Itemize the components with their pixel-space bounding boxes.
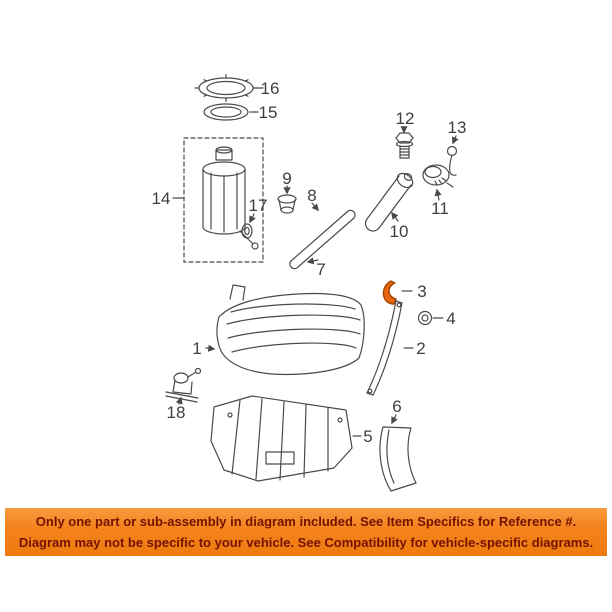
arrow-17 [249, 213, 256, 224]
seal-drawing [241, 223, 253, 239]
grommet-drawing [277, 194, 297, 214]
disclaimer-banner: Only one part or sub-assembly in diagram… [5, 508, 607, 556]
skid-plate-drawing [210, 395, 353, 482]
fuel-cap-drawing [422, 164, 454, 188]
arrow-7 [306, 257, 319, 265]
part-label-4: 4 [446, 309, 455, 328]
part-label-15: 15 [259, 103, 278, 122]
part-label-5: 5 [363, 427, 372, 446]
part-label-14: 14 [152, 189, 171, 208]
part-label-2: 2 [416, 339, 425, 358]
part-label-8: 8 [307, 186, 316, 205]
retainer-pin-drawing [446, 145, 458, 176]
part-label-18: 18 [167, 403, 186, 422]
arrow-8 [311, 202, 319, 212]
arrow-13 [451, 135, 459, 145]
part-label-10: 10 [390, 222, 409, 241]
fuel-tank-drawing [216, 284, 365, 375]
filler-neck-drawing [364, 172, 414, 232]
disclaimer-line-1: Only one part or sub-assembly in diagram… [35, 514, 577, 529]
locking-ring-drawing [194, 73, 258, 103]
nut-drawing [417, 310, 433, 326]
bolt-drawing [395, 132, 414, 159]
disclaimer-line-2: Diagram may not be specific to your vehi… [18, 535, 594, 550]
part-label-3: 3 [417, 282, 426, 301]
part-label-12: 12 [396, 109, 415, 128]
part-label-1: 1 [192, 339, 201, 358]
part-label-17: 17 [249, 196, 268, 215]
part-label-11: 11 [431, 199, 449, 218]
arrow-6 [391, 414, 398, 425]
fuel-pump-module-drawing [183, 137, 264, 263]
arrow-11 [434, 188, 442, 201]
highlighted-part-drawing [382, 280, 397, 305]
part-label-7: 7 [316, 260, 325, 279]
arrow-10 [391, 211, 399, 222]
part-label-13: 13 [448, 118, 467, 137]
tank-strap-drawing [366, 300, 403, 396]
gasket-drawing [203, 103, 249, 121]
rollover-valve-drawing [165, 367, 202, 403]
arrow-18 [175, 396, 183, 405]
part-label-9: 9 [282, 169, 291, 188]
arrow-1 [205, 344, 216, 352]
part-label-16: 16 [261, 79, 280, 98]
heat-shield-drawing [379, 426, 417, 492]
part-label-6: 6 [392, 397, 401, 416]
